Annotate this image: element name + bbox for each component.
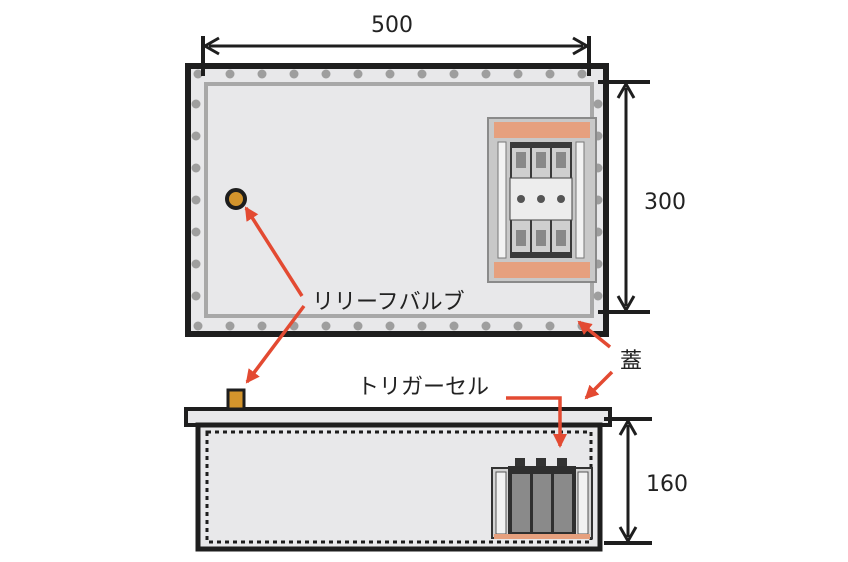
- bolt-icon: [191, 259, 201, 269]
- lid-arrow-bottom: [584, 370, 614, 400]
- bolt-icon: [417, 69, 427, 79]
- depth-dimension-label: 160: [646, 472, 688, 497]
- bolt-icon: [225, 321, 235, 331]
- side-view-inner-dotted-wall: [205, 430, 593, 544]
- side-view: [184, 388, 612, 552]
- bolt-icon: [545, 69, 555, 79]
- bolt-icon: [191, 291, 201, 301]
- lid-label: 蓋: [620, 349, 642, 374]
- relief-valve-arrow-top: [244, 206, 304, 297]
- heater-pad-side: [494, 534, 590, 539]
- bolt-icon: [289, 69, 299, 79]
- top-view-cell-module: [487, 117, 597, 283]
- bolt-icon: [385, 69, 395, 79]
- height-dimension: 300: [598, 80, 686, 314]
- bolt-icon: [593, 291, 603, 301]
- depth-dimension: 160: [604, 417, 688, 545]
- bolt-icon: [353, 321, 363, 331]
- trigger-cell-label: トリガーセル: [357, 375, 489, 400]
- bolt-icon: [481, 321, 491, 331]
- bolt-icon: [321, 69, 331, 79]
- width-dimension: 500: [201, 13, 591, 76]
- width-dimension-label: 500: [371, 13, 413, 38]
- heater-pad-bottom: [494, 262, 590, 278]
- heater-pad-top: [494, 122, 590, 138]
- bolt-icon: [191, 195, 201, 205]
- bolt-icon: [417, 321, 427, 331]
- bolt-icon: [193, 69, 203, 79]
- bolt-icon: [545, 321, 555, 331]
- bolt-icon: [225, 69, 235, 79]
- relief-valve-icon: [225, 188, 247, 210]
- bolt-icon: [191, 99, 201, 109]
- bolt-icon: [449, 69, 459, 79]
- relief-valve-arrow-bottom: [245, 304, 306, 384]
- bolt-icon: [257, 69, 267, 79]
- side-view-cell-module: [491, 458, 593, 539]
- bolt-icon: [321, 321, 331, 331]
- relief-valve-label: リリーフバルブ: [312, 290, 465, 315]
- top-view-bolt-row: [191, 69, 603, 331]
- bolt-icon: [353, 69, 363, 79]
- side-view-relief-valve-icon: [226, 388, 246, 411]
- bolt-icon: [191, 227, 201, 237]
- bolt-icon: [513, 69, 523, 79]
- bolt-icon: [193, 321, 203, 331]
- bolt-icon: [385, 321, 395, 331]
- bolt-icon: [481, 69, 491, 79]
- trigger-cell-arrow: [506, 396, 567, 448]
- bolt-icon: [593, 99, 603, 109]
- bolt-icon: [191, 163, 201, 173]
- bolt-icon: [577, 69, 587, 79]
- top-view: [185, 63, 609, 337]
- callouts: リリーフバルブ 蓋 トリガーセル: [244, 206, 642, 448]
- height-dimension-label: 300: [644, 190, 686, 215]
- bolt-icon: [449, 321, 459, 331]
- bolt-icon: [513, 321, 523, 331]
- lid-arrow-top: [577, 320, 612, 349]
- bolt-icon: [191, 131, 201, 141]
- bolt-icon: [257, 321, 267, 331]
